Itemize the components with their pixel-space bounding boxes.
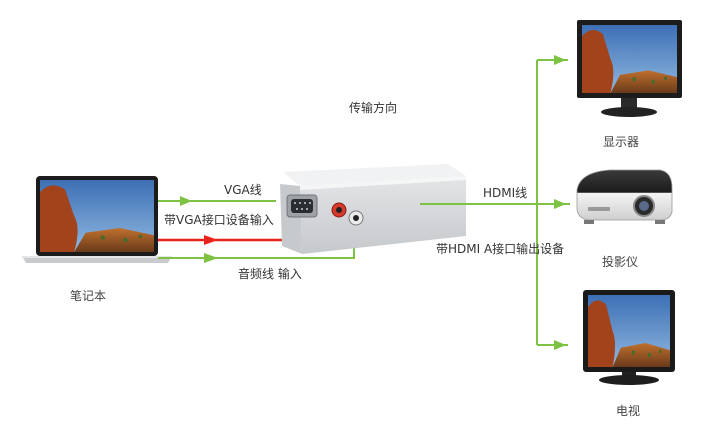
projector-label: 投影仪 [602,255,639,269]
hdmi-line-label: HDMI线 [483,186,528,200]
tv-label: 电视 [616,404,641,418]
vga-arrow [158,196,276,206]
hdmi-output-label: 带HDMI A接口输出设备 [436,242,565,256]
converter-box [280,164,466,254]
laptop-image [22,176,172,263]
vga-line-label: VGA线 [224,183,262,197]
hdmi-output-lines [420,55,570,350]
tv-image [583,290,675,385]
projector-image [576,169,673,224]
audio-input-label: 音频线 输入 [238,267,302,281]
monitor-label: 显示器 [603,135,640,149]
vga-input-label: 带VGA接口设备输入 [164,213,274,227]
monitor-image [577,20,682,117]
laptop-label: 笔记本 [70,289,107,303]
transfer-direction-label: 传输方向 [349,101,398,115]
